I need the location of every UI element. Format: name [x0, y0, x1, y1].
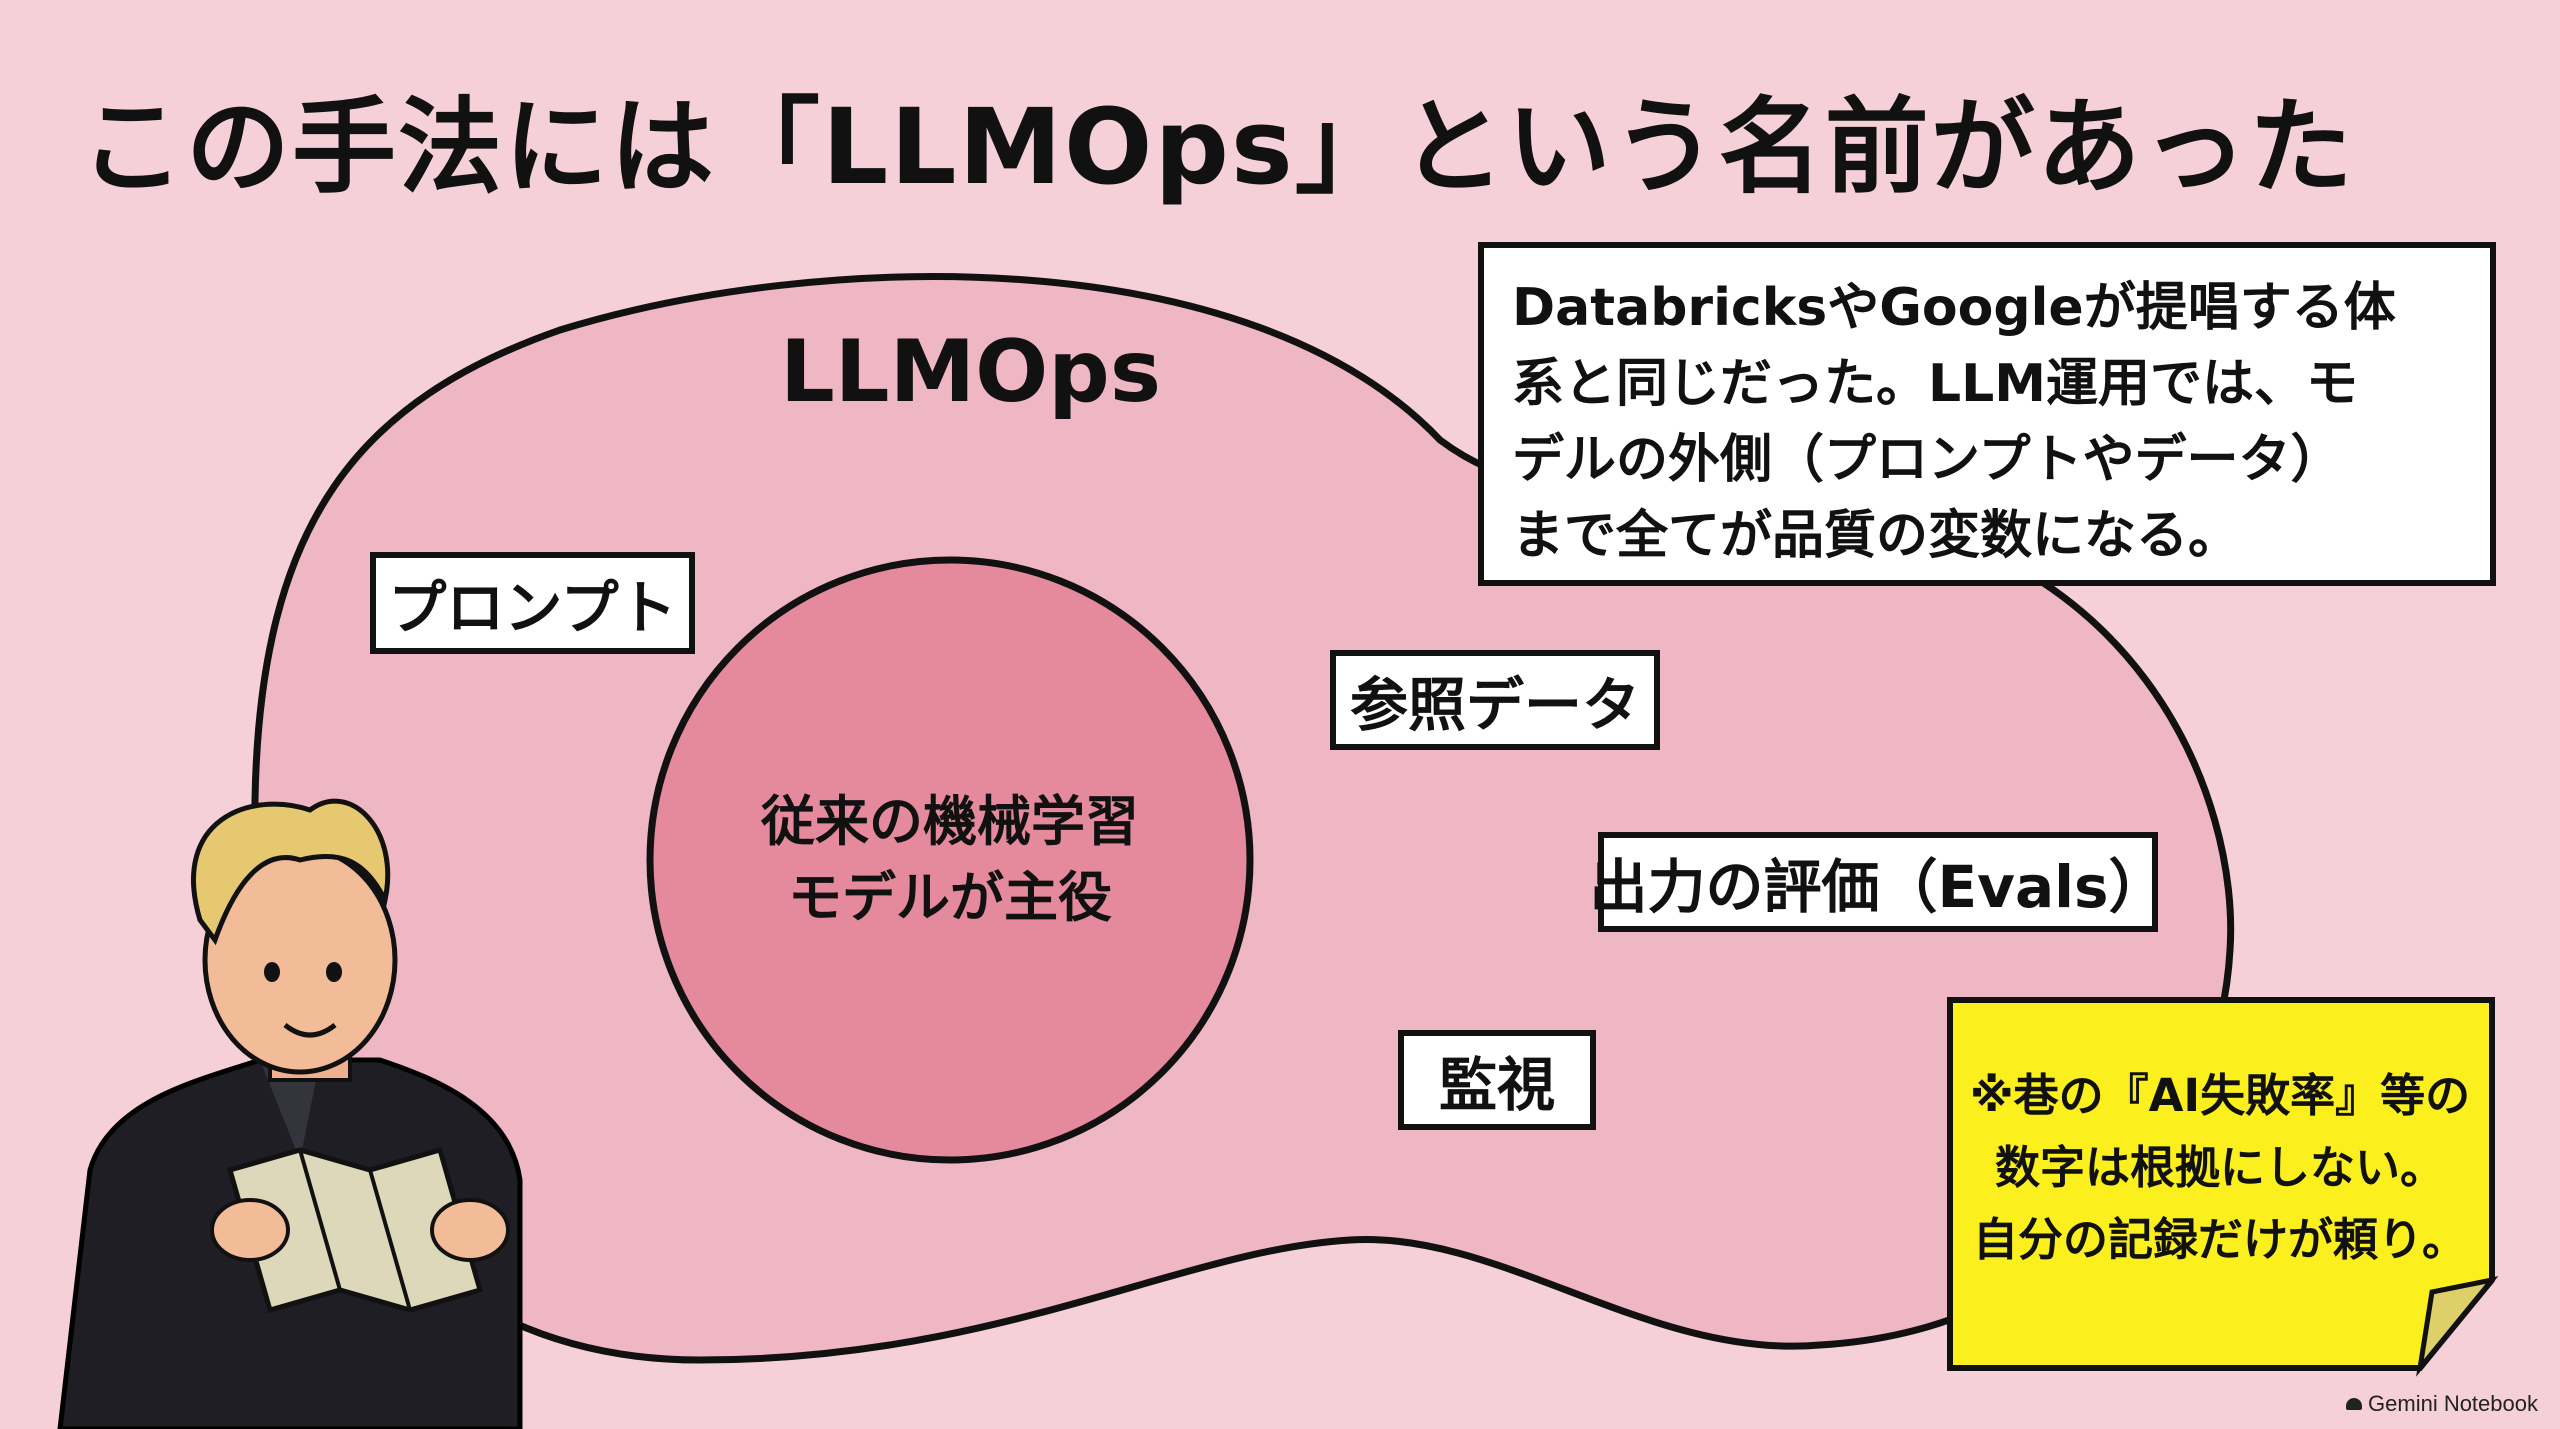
note-line: 自分の記録だけが頼り。 [1972, 1213, 2468, 1266]
callout-line: 系と同じだった。LLM運用では、モ [1512, 354, 2359, 414]
tag-monitoring: 監視 [1398, 1030, 1596, 1130]
core-label-line: モデルが主役 [788, 866, 1112, 929]
core-label: 従来の機械学習 モデルが主役 [650, 560, 1250, 1160]
person-illustration [57, 798, 523, 1429]
map-icon [226, 1146, 484, 1314]
core-label-line: 従来の機械学習 [761, 790, 1139, 853]
tag-reference-data: 参照データ [1330, 650, 1660, 750]
gemini-notebook-icon [2346, 1398, 2363, 1410]
callout-line: デルの外側（プロンプトやデータ） [1512, 430, 2343, 490]
note-line: ※巷の『AI失敗率』等の [1969, 1069, 2471, 1122]
sticky-note [1947, 997, 2499, 1377]
callout-line: まで全てが品質の変数になる。 [1512, 506, 2241, 566]
tag-evals: 出力の評価（Evals） [1590, 832, 2167, 932]
tag-prompt: プロンプト [370, 552, 695, 654]
llmops-label: LLMOps [780, 322, 1162, 422]
note-line: 数字は根拠にしない。 [1994, 1141, 2445, 1194]
brand-label: Gemini Notebook [2368, 1391, 2538, 1416]
callout-line: DatabricksやGoogleが提唱する体 [1512, 278, 2396, 338]
page-title: この手法には「LLMOps」という名前があった [80, 86, 2355, 208]
sticky-note-text: ※巷の『AI失敗率』等の 数字は根拠にしない。 自分の記録だけが頼り。 [1950, 1060, 2490, 1276]
callout-box: DatabricksやGoogleが提唱する体 系と同じだった。LLM運用では、… [1478, 242, 2496, 586]
brand-watermark: Gemini Notebook [2346, 1391, 2538, 1417]
core-circle [646, 556, 1254, 1164]
